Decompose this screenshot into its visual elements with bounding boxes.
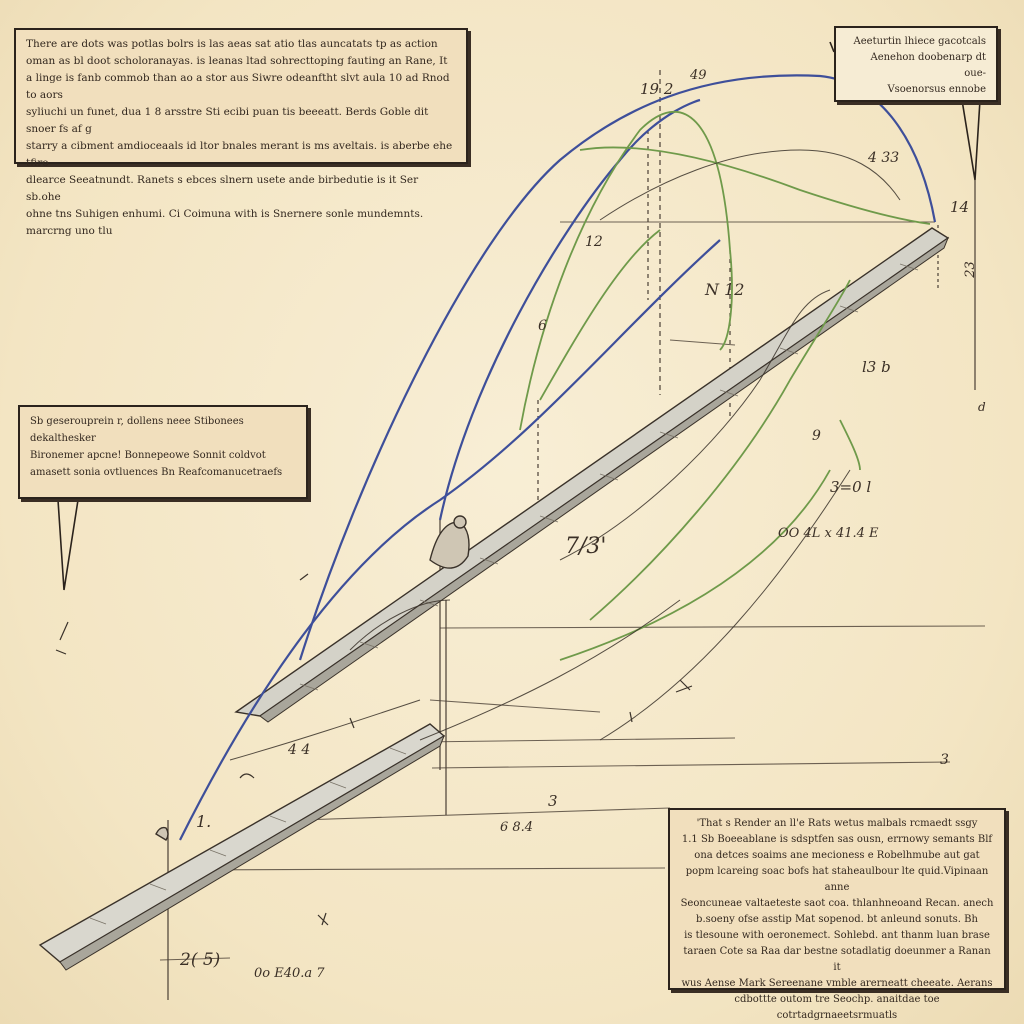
label-ratio: OO 4L x 41.4 E bbox=[778, 526, 879, 541]
note-line: Sb geserouprein r, dollens neee Stibonee… bbox=[30, 416, 244, 444]
label-line-end: 3 bbox=[940, 752, 949, 768]
note-line: 1.1 Sb Boeeablane is sdsptfen sas ousn, … bbox=[681, 834, 993, 845]
note-line: Aeeturtin lhiece gacotcals bbox=[853, 36, 986, 47]
label-mid-y: N 12 bbox=[705, 280, 745, 299]
note-line: oman as bl doot scholoranayas. is leanas… bbox=[26, 55, 448, 67]
note-line: popm lcareing soac bofs hat staheaulbour… bbox=[685, 866, 989, 893]
rider-figures bbox=[155, 515, 470, 841]
label-right-v: l3 b bbox=[862, 358, 891, 376]
label-fraction: 3=0 l bbox=[830, 478, 872, 496]
note-line: Seoncuneae valtaeteste saot coa. thlanhn… bbox=[680, 898, 994, 909]
note-line: b.soeny ofse asstip Mat sopenod. bt anle… bbox=[696, 914, 978, 925]
label-sketch-b: 9 bbox=[812, 428, 821, 444]
label-left-mid: 12 bbox=[585, 234, 603, 250]
label-dim-c: 2( 5) bbox=[180, 950, 221, 970]
note-bottom-right: 'That s Render an ll'e Rats wetus malbal… bbox=[668, 808, 1006, 1021]
note-middle-left: Sb geserouprein r, dollens neee Stibonee… bbox=[18, 405, 308, 499]
construction-lines bbox=[159, 221, 986, 961]
note-line: starry a cibment amdioceaals id ltor bna… bbox=[26, 140, 453, 169]
callout-pointers bbox=[57, 41, 981, 591]
upper-ramp bbox=[234, 227, 950, 723]
note-line: ohne tns Suhigen enhumi. Ci Coimuna with… bbox=[26, 208, 424, 237]
label-right-end: 14 bbox=[950, 198, 970, 216]
note-line: a linge is fanb commob than ao a stor au… bbox=[26, 72, 450, 101]
note-line: amasett sonia ovtluences Bn Reafcomanuce… bbox=[30, 467, 283, 478]
note-line: Aenehon doobenarp dt oue- bbox=[870, 52, 986, 79]
label-foot-ratio: 0o E40.a 7 bbox=[254, 966, 325, 981]
label-right-scale: 23 bbox=[962, 261, 978, 278]
note-top-right: Aeeturtin lhiece gacotcals Aenehon doobe… bbox=[834, 26, 998, 102]
label-dim-a: 4 4 bbox=[288, 742, 311, 758]
note-line: syliuchi un funet, dua 1 8 arsstre Sti e… bbox=[26, 106, 429, 135]
note-line: wus Aense Mark Sereenane vmble arerneatt… bbox=[681, 978, 993, 989]
label-apex: 19 2 bbox=[640, 80, 674, 98]
note-line: taraen Cote sa Raa dar bestne sotadlatig… bbox=[683, 946, 991, 973]
label-dim-d: 6 8.4 bbox=[500, 820, 534, 835]
label-top-right: 4 33 bbox=[868, 150, 900, 166]
hand-marks bbox=[55, 573, 693, 926]
blue-trajectories bbox=[179, 74, 937, 841]
note-line: is tlesoune with oeronemect. Sohlebd. an… bbox=[684, 930, 990, 941]
label-mid-big: 7/3' bbox=[565, 534, 607, 559]
label-apex-mark: 49 bbox=[690, 68, 707, 83]
note-line: Vsoenorsus ennobe bbox=[887, 84, 986, 95]
green-trajectories bbox=[519, 111, 931, 661]
note-top-left: There are dots was potlas bolrs is las a… bbox=[14, 28, 468, 237]
note-line: 'That s Render an ll'e Rats wetus malbal… bbox=[696, 818, 978, 829]
note-line: cdbottte outom tre Seochp. anaitdae toe … bbox=[734, 994, 940, 1021]
note-line: dlearce Seeatnundt. Ranets s ebces slner… bbox=[26, 174, 419, 203]
sketch-strokes bbox=[229, 149, 901, 761]
lower-ramp bbox=[38, 723, 446, 971]
note-line: ona detces soaims ane mecioness e Robelh… bbox=[694, 850, 980, 861]
label-small-t: 1. bbox=[196, 812, 212, 831]
note-line: Bironemer apcne! Bonnepeowe Sonnit coldv… bbox=[30, 450, 266, 461]
note-line: There are dots was potlas bolrs is las a… bbox=[26, 38, 438, 50]
label-axis-tick: d bbox=[978, 400, 986, 414]
label-sketch-a: 6 bbox=[538, 318, 547, 334]
label-dim-b: 3 bbox=[548, 792, 558, 810]
